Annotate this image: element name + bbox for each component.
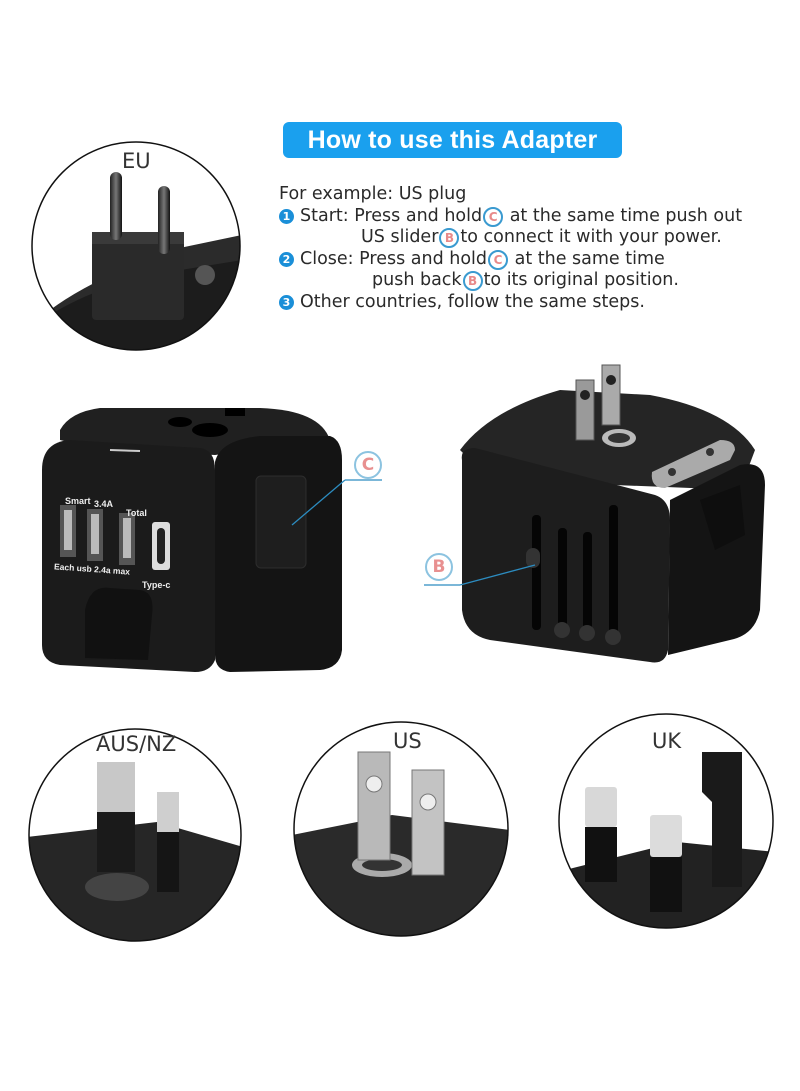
how-to-use-header: How to use this Adapter — [283, 122, 622, 158]
adapter-front-image: Smart 3.4A Total Each usb 2.4a max Type-… — [30, 400, 400, 690]
us-plug-image: US — [292, 720, 510, 938]
aus-nz-label: AUS/NZ — [96, 732, 177, 756]
type-c-label: Type-c — [142, 580, 171, 590]
marker-b-icon: B — [462, 271, 483, 291]
adapter-back-icon — [424, 364, 765, 663]
eu-plug-icon — [31, 141, 241, 351]
intro-text: For example: US plug — [279, 184, 467, 204]
adapter-front-icon — [42, 408, 382, 672]
uk-plug-icon — [558, 713, 774, 929]
total-label: Total — [126, 508, 147, 518]
uk-plug-image: UK — [557, 712, 775, 930]
marker-c-icon: C — [483, 206, 504, 227]
amp-label: 3.4A — [94, 499, 114, 509]
callout-b-icon: B — [425, 553, 453, 581]
step-number-icon: 3 — [279, 294, 294, 310]
step-number-icon: 2 — [279, 251, 294, 267]
eu-label: EU — [122, 149, 151, 173]
us-label: US — [393, 729, 422, 753]
callout-c-icon: C — [354, 451, 382, 479]
marker-c-icon: C — [488, 249, 509, 270]
uk-label: UK — [652, 729, 682, 753]
us-plug-icon — [293, 721, 509, 937]
step-number-icon: 1 — [279, 208, 294, 224]
aus-nz-plug-image: AUS/NZ — [27, 727, 243, 943]
eu-plug-image: EU — [30, 140, 242, 352]
adapter-back-image: B — [410, 340, 770, 680]
marker-b-icon: B — [439, 228, 460, 248]
smart-label: Smart — [65, 496, 91, 506]
aus-nz-plug-icon — [28, 728, 242, 942]
